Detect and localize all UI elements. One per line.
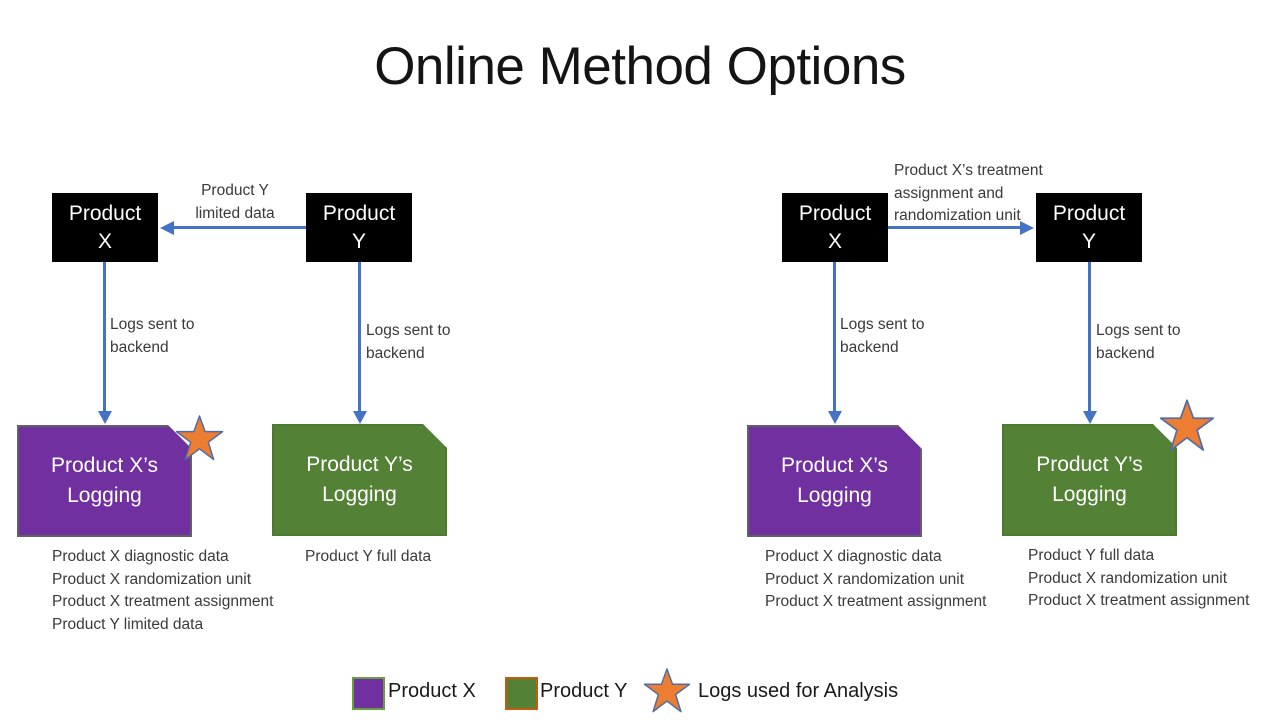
product-y-box: Product Y	[306, 193, 412, 262]
transfer-arrowhead-icon	[1020, 220, 1034, 235]
list-item: Product Y full data	[305, 548, 432, 565]
logs-arrow-y-head-icon	[1082, 411, 1097, 424]
product-x-box: Product X	[52, 193, 158, 262]
transfer-arrow-line	[887, 226, 1021, 229]
legend-product-x-label: Product X	[388, 680, 476, 702]
transfer-label: Product X’s treatment assignment and ran…	[894, 162, 1043, 224]
diagram-right: Product X’s treatment assignment and ran…	[730, 0, 1280, 665]
logs-arrow-x-line	[103, 262, 106, 412]
logs-label-y: Logs sent to backend	[1096, 322, 1181, 362]
analysis-star-icon	[175, 415, 224, 461]
logs-arrow-y-line	[358, 262, 361, 412]
slide-title: Online Method Options	[374, 37, 906, 96]
legend-product-y-swatch	[505, 677, 538, 710]
list-item: Product X randomization unit	[52, 570, 252, 588]
logs-arrow-x-head-icon	[97, 411, 112, 424]
transfer-arrowhead-icon	[160, 220, 174, 235]
logging-items-x: Product X diagnostic data Product X rand…	[52, 546, 273, 636]
list-item: Product X diagnostic data	[52, 548, 229, 565]
logs-arrow-y-head-icon	[352, 411, 367, 424]
product-x-box: Product X	[782, 193, 888, 262]
legend-star-icon	[643, 668, 691, 713]
product-y-logging-box: Product Y’s Logging	[272, 424, 447, 536]
logs-arrow-x-head-icon	[827, 411, 842, 424]
list-item: Product X treatment assignment	[765, 593, 987, 611]
product-y-logging-box: Product Y’s Logging	[1002, 424, 1177, 536]
transfer-arrow-line	[173, 226, 307, 229]
product-y-box: Product Y	[1036, 193, 1142, 262]
list-item: Product X randomization unit	[1028, 569, 1228, 587]
product-x-logging-box: Product X’s Logging	[747, 425, 922, 537]
logs-label-x: Logs sent to backend	[840, 316, 925, 356]
list-item: Product Y limited data	[52, 615, 204, 633]
logging-items-x: Product X diagnostic data Product X rand…	[765, 546, 986, 614]
transfer-label: Product Y limited data	[195, 182, 275, 222]
logs-arrow-x-line	[833, 262, 836, 412]
list-item: Product X treatment assignment	[52, 593, 274, 611]
list-item: Product X diagnostic data	[765, 548, 942, 565]
legend-star-label: Logs used for Analysis	[698, 680, 899, 702]
list-item: Product X randomization unit	[765, 570, 965, 588]
list-item: Product Y full data	[1028, 547, 1155, 564]
logs-label-x: Logs sent to backend	[110, 316, 195, 356]
legend-product-y-label: Product Y	[540, 680, 628, 702]
logging-items-y: Product Y full data	[305, 546, 431, 569]
logs-arrow-y-line	[1088, 262, 1091, 412]
product-x-logging-box: Product X’s Logging	[17, 425, 192, 537]
list-item: Product X treatment assignment	[1028, 592, 1250, 610]
analysis-star-icon	[1159, 399, 1215, 451]
logging-items-y: Product Y full data Product X randomizat…	[1028, 545, 1249, 613]
diagram-left: Product X Product Y Product Y limited da…	[0, 0, 550, 665]
logs-label-y: Logs sent to backend	[366, 322, 451, 362]
legend-product-x-swatch	[352, 677, 385, 710]
